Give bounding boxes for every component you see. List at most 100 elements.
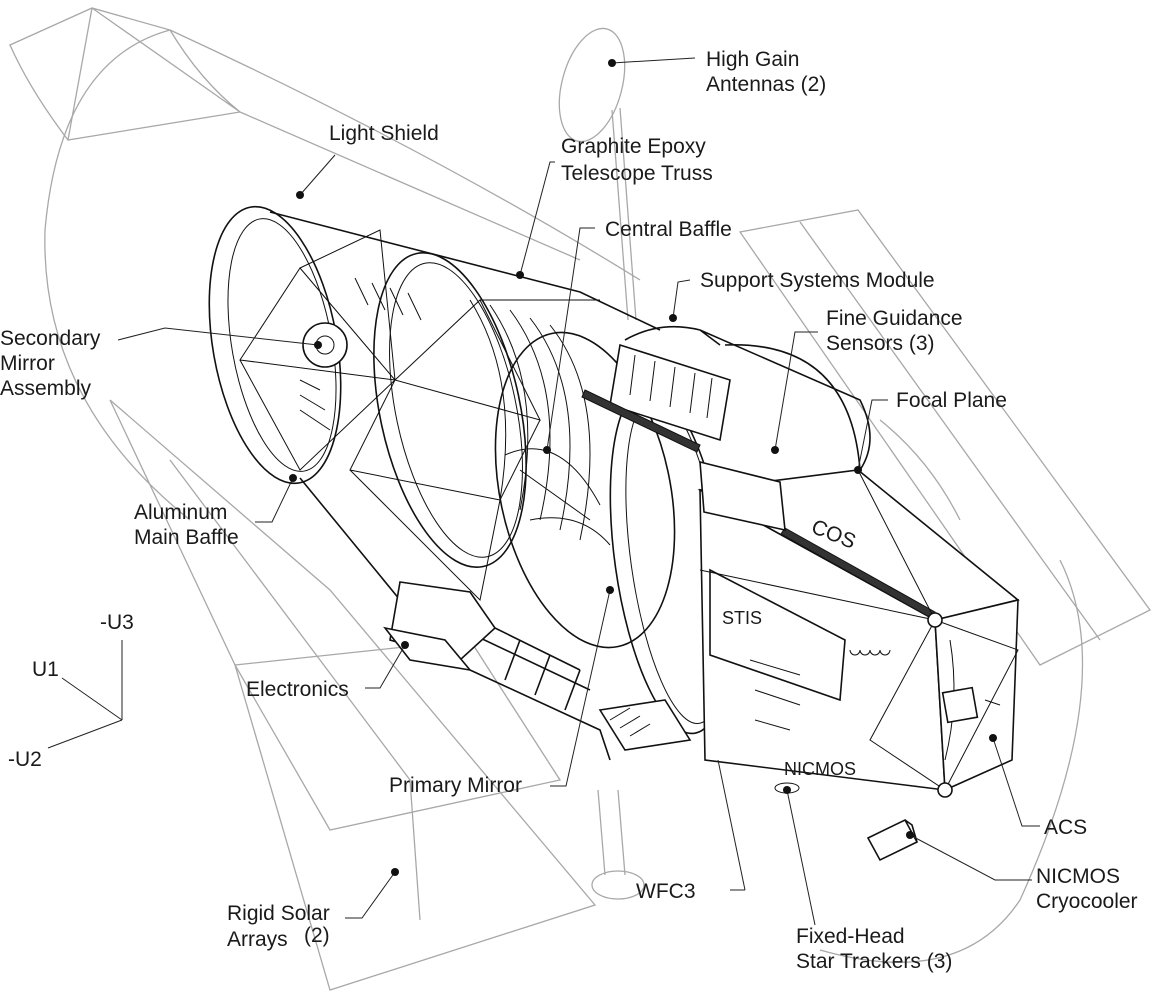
label-aluminum-baffle-1: Aluminum — [134, 501, 227, 524]
label-stis: STIS — [722, 608, 762, 628]
solar-array-lower-panel — [233, 639, 562, 831]
label-aluminum-baffle-2: Main Baffle — [134, 526, 239, 549]
central-baffle-cylinder — [504, 448, 611, 546]
label-high-gain-antennas-2: Antennas (2) — [706, 73, 826, 96]
label-electronics: Electronics — [246, 678, 349, 701]
label-graphite-epoxy-2: Telescope Truss — [561, 162, 713, 185]
dot-focal-plane — [854, 466, 862, 474]
leader-nicmos-cryocooler — [909, 834, 1032, 881]
truss-node — [927, 612, 943, 628]
label-high-gain-antennas-1: High Gain — [706, 48, 799, 71]
label-nicmos-cryocooler-1: NICMOS — [1036, 865, 1120, 888]
axis-u2 — [47, 719, 123, 749]
leader-star-trackers — [786, 789, 816, 926]
leader-acs — [992, 737, 1040, 827]
label-secondary-mirror-1: Secondary — [0, 327, 101, 350]
label-nicmos-cryocooler-2: Cryocooler — [1036, 890, 1138, 913]
leader-wfc3 — [717, 759, 746, 891]
axis-u1 — [61, 677, 123, 721]
dot-electronics — [401, 641, 409, 649]
coordinate-axes — [47, 640, 123, 749]
leader-electronics — [365, 644, 406, 689]
dot-central-baffle — [543, 446, 551, 454]
dot-primary-mirror — [606, 586, 614, 594]
svg-text:High Gain Antennas (2): High Gain Antennas (2) — [706, 48, 826, 96]
dot-star-trackers — [783, 786, 791, 794]
electronics-bay — [383, 581, 611, 761]
svg-text:Secondary Mirror A: Secondary Mirror Assembly — [0, 327, 106, 400]
main-baffle-fins — [299, 277, 422, 431]
leader-rigid-solar-arrays — [345, 871, 396, 919]
label-central-baffle: Central Baffle — [605, 218, 732, 241]
dot-light-shield — [296, 191, 304, 199]
equipment-vent-panel — [609, 343, 731, 442]
solar-array-lower — [109, 399, 597, 991]
labels: High Gain Antennas (2) Light Shield Grap… — [0, 48, 1138, 973]
leader-secondary-mirror — [117, 327, 319, 346]
ssm-top — [624, 325, 871, 471]
svg-text:NICMOS Cryocooler: NICMOS Cryocooler — [1036, 865, 1138, 913]
ssm-cylinder — [724, 344, 861, 471]
fgs-box — [699, 460, 786, 532]
label-star-trackers-2: Star Trackers (3) — [796, 950, 952, 973]
aperture-door — [9, 7, 242, 141]
truss-ring-aft — [494, 331, 676, 649]
axis-label-u1: U1 — [32, 658, 59, 681]
aft-instrument-section — [598, 460, 1020, 862]
leader-light-shield — [299, 154, 336, 196]
label-star-trackers-1: Fixed-Head — [796, 925, 905, 948]
label-secondary-mirror-2: Mirror — [0, 352, 55, 375]
wfc3-fins — [609, 707, 651, 737]
truss-members — [239, 229, 600, 602]
leader-fgs — [774, 331, 818, 451]
truss-node-lower — [937, 782, 953, 798]
leader-graphite-epoxy — [519, 161, 555, 276]
high-gain-antenna-mast — [611, 107, 637, 321]
svg-text:Graphite Epoxy Telescope: Graphite Epoxy Telescope Truss — [561, 135, 713, 185]
instrument-box-side — [934, 598, 1019, 792]
dot-acs — [989, 734, 997, 742]
dot-ssm — [669, 314, 677, 322]
label-rigid-solar-arrays-1: Rigid Solar — [227, 902, 330, 925]
background-outline — [9, 7, 1151, 991]
label-fgs-2: Sensors (3) — [826, 332, 935, 355]
dot-nicmos-cryocooler — [906, 831, 914, 839]
axis-label-minus-u3: -U3 — [100, 611, 134, 634]
solar-array-upper — [738, 209, 1151, 666]
stis-box — [709, 568, 846, 702]
acs-box — [941, 686, 979, 724]
stis-slots — [749, 659, 801, 731]
dot-aluminum-baffle — [289, 474, 297, 482]
label-primary-mirror: Primary Mirror — [389, 774, 522, 797]
leaders — [117, 57, 1040, 926]
truss-ring-middle — [373, 252, 527, 568]
aft-shroud-outline — [819, 419, 1084, 963]
leader-aluminum-baffle — [255, 477, 294, 523]
central-baffle-rings — [469, 299, 591, 541]
wfc3-radiator — [598, 699, 692, 751]
label-support-systems-module: Support Systems Module — [700, 269, 935, 292]
leader-focal-plane — [857, 399, 888, 471]
svg-text:Fine Guidance Sensors (3: Fine Guidance Sensors (3) — [826, 307, 968, 355]
label-wfc3: WFC3 — [636, 880, 696, 903]
equipment-vents — [629, 354, 713, 419]
label-graphite-epoxy-1: Graphite Epoxy — [561, 135, 706, 158]
label-acs: ACS — [1044, 816, 1087, 839]
truss-ring-middle-inner — [389, 262, 523, 558]
dot-high-gain-antennas — [608, 59, 616, 67]
equipment-strut — [581, 389, 701, 453]
axis-label-minus-u2: -U2 — [8, 748, 42, 771]
leader-central-baffle — [546, 227, 595, 451]
secondary-mirror-housing — [302, 322, 348, 368]
label-secondary-mirror-3: Assembly — [0, 377, 92, 400]
light-shield-outline — [44, 29, 641, 521]
leader-ssm — [672, 279, 691, 319]
telescope-body — [208, 205, 871, 735]
dot-rigid-solar-arrays — [391, 868, 399, 876]
lower-antenna-mast — [597, 789, 626, 876]
high-gain-antenna-dish — [558, 27, 626, 143]
nicmos-cryocooler-box — [866, 818, 919, 862]
label-focal-plane: Focal Plane — [896, 389, 1007, 412]
dot-graphite-epoxy — [516, 271, 524, 279]
